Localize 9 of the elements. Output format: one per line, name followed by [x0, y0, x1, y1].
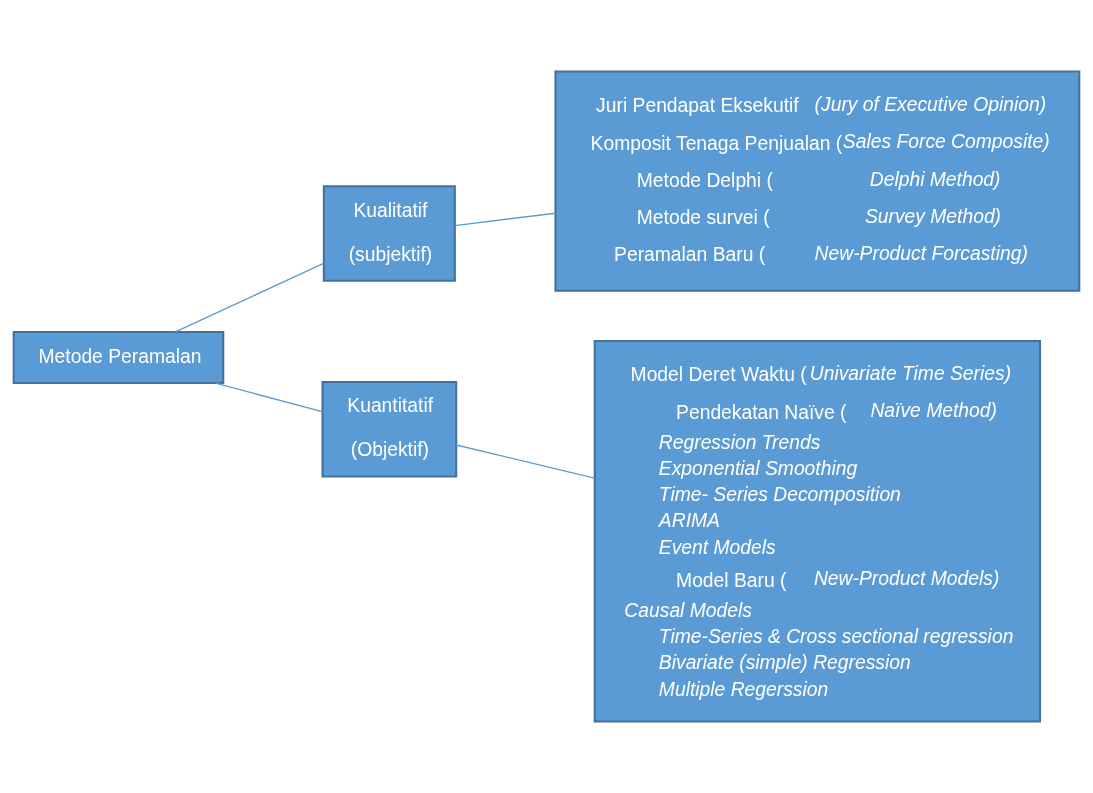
connector — [214, 382, 323, 413]
connector — [454, 212, 557, 227]
connector — [174, 262, 325, 333]
node-box: Juri Pendapat Eksekutif (Jury of Executive Opinion) Komposit Tenaga Penjualan (Sales Force Composite) Metode Delphi (Delphi Method) Metode survei (Survey Method) Peramalan Baru (New-Product Forcasting) — [554, 70, 1081, 292]
node-box: Kualitatif (subjektif) — [322, 185, 456, 282]
connector — [455, 444, 596, 479]
node-box: Model Deret Waktu (Univariate Time Series) Pendekatan Naïve (Naïve Method) Regression Trends Exponential Smoothing Time- Series Decomposition ARIMA Event Models Model Baru (New-Product Models) Causal Models Time-Series & Cross sectional regression Bivariate (simple) Regression Multiple Regerssion — [593, 339, 1042, 723]
node-box: Metode Peramalan — [12, 331, 225, 385]
node-box: Kuantitatif (Objektif) — [321, 380, 458, 478]
